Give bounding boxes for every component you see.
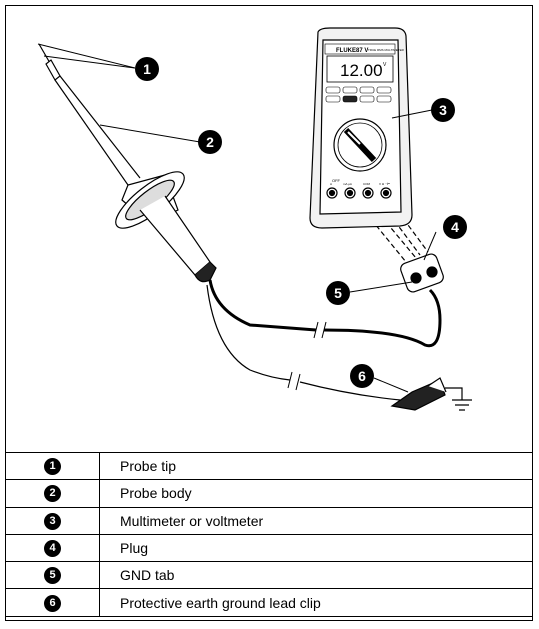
jack-label-a: A: [330, 182, 332, 186]
meter-unit: V: [383, 62, 387, 68]
jack-label-com: COM: [363, 182, 371, 186]
legend-row: 1 Probe tip: [5, 451, 533, 481]
legend-table: 1 Probe tip 2 Probe body 3 Multimeter or…: [5, 451, 533, 617]
callout-4: 4: [443, 215, 467, 239]
legend-number-cell: 3: [5, 506, 100, 535]
meter-model: 87 V: [356, 48, 368, 54]
legend-row: 6 Protective earth ground lead clip: [5, 588, 533, 617]
svg-text:1: 1: [143, 61, 151, 77]
callout-6: 6: [350, 364, 374, 388]
svg-text:5: 5: [334, 285, 342, 301]
legend-label-probe-tip: Probe tip: [99, 451, 533, 481]
meter-subtitle: TRUE RMS MULTIMETER: [368, 48, 405, 52]
legend-badge-3: 3: [44, 512, 61, 530]
jack-label-ma: mA µA: [343, 182, 352, 186]
legend-number-cell: 4: [5, 533, 100, 563]
legend-number-cell: 6: [5, 588, 100, 617]
legend-row: 3 Multimeter or voltmeter: [5, 506, 533, 535]
legend-label-ground-clip: Protective earth ground lead clip: [99, 588, 533, 617]
jack-label-v: V Ω ⊣⊢: [379, 182, 391, 186]
leader-lines: [37, 43, 437, 393]
meter-brand: FLUKE: [336, 48, 356, 54]
legend-number-cell: 5: [5, 561, 100, 590]
legend-number-cell: 2: [5, 479, 100, 508]
meter-reading: 12.00: [340, 61, 383, 80]
legend-label-multimeter: Multimeter or voltmeter: [99, 506, 533, 535]
callout-3: 3: [431, 98, 455, 122]
legend-row: 2 Probe body: [5, 479, 533, 508]
legend-badge-1: 1: [44, 458, 61, 476]
callout-badges: 1 2 3 4 5 6: [135, 57, 467, 388]
probe-diagram: FLUKE 87 V TRUE RMS MULTIMETER 12.00 V O…: [37, 27, 472, 411]
callout-2: 2: [198, 130, 222, 154]
legend-badge-6: 6: [44, 594, 61, 612]
test-leads: [206, 279, 442, 401]
legend-label-probe-body: Probe body: [99, 479, 533, 508]
svg-text:6: 6: [358, 368, 366, 384]
svg-text:4: 4: [451, 219, 459, 235]
legend-badge-4: 4: [44, 539, 61, 557]
legend-badge-2: 2: [44, 485, 61, 503]
legend-number-cell: 1: [5, 451, 100, 481]
legend-row: 4 Plug: [5, 533, 533, 563]
legend-label-gnd-tab: GND tab: [99, 561, 533, 590]
multimeter: FLUKE 87 V TRUE RMS MULTIMETER 12.00 V O…: [309, 27, 413, 229]
legend-badge-5: 5: [44, 567, 61, 585]
svg-text:3: 3: [439, 102, 447, 118]
probe: [38, 43, 217, 283]
meter-off-label: OFF: [332, 178, 341, 183]
callout-5: 5: [326, 281, 350, 305]
legend-label-plug: Plug: [99, 533, 533, 563]
legend-row: 5 GND tab: [5, 561, 533, 590]
callout-1: 1: [135, 57, 159, 81]
ground-clip: [390, 377, 472, 411]
svg-text:2: 2: [206, 134, 214, 150]
